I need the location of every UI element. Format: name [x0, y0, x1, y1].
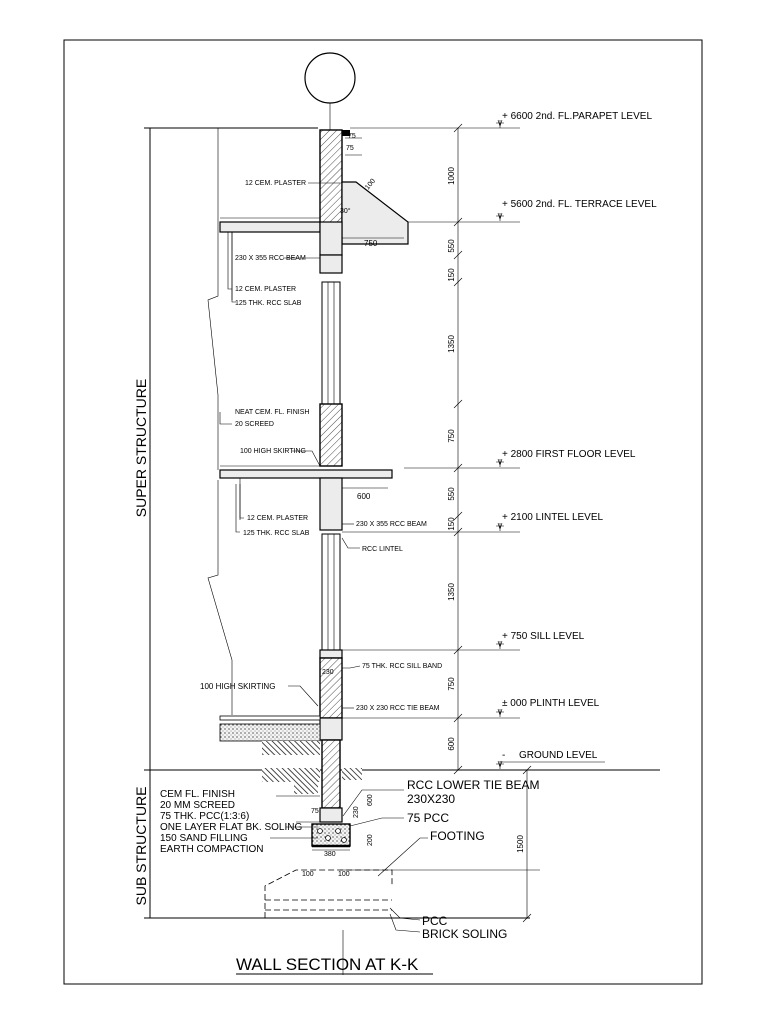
lower-tie-beam-size: 230X230 [407, 792, 455, 806]
upper-window [321, 281, 341, 405]
svg-text:30°: 30° [340, 207, 351, 215]
slab-2-label: 125 THK. RCC SLAB [235, 300, 302, 307]
floor-layer-3: 75 THK. PCC(1:3:6) [160, 811, 249, 822]
tie-beam-label: 230 X 230 RCC TIE BEAM [356, 705, 440, 712]
pcc-75-label: 75 PCC [407, 811, 449, 825]
svg-text:200: 200 [367, 834, 374, 846]
sub-structure-label: SUB STRUCTURE [133, 786, 149, 905]
level-lines [340, 127, 660, 871]
ground-level-mark: - [502, 750, 505, 761]
dim-1350-bottom: 1350 [447, 583, 456, 601]
dim-1350-top: 1350 [447, 335, 456, 353]
plaster-2-label: 12 CEM. PLASTER [235, 286, 296, 293]
svg-text:600: 600 [367, 794, 374, 806]
dim-600-plinth: 600 [447, 737, 456, 751]
svg-text:100: 100 [302, 871, 314, 878]
dim-150-top: 150 [447, 268, 456, 282]
terrace-level-label: + 5600 2nd. FL. TERRACE LEVEL [502, 199, 657, 210]
neat-cem-label: NEAT CEM. FL. FINISH [235, 409, 309, 416]
upper-wall [319, 403, 343, 467]
floor-layer-4: ONE LAYER FLAT BK. SOLING [160, 822, 302, 833]
floor-layer-6: EARTH COMPACTION [160, 844, 264, 855]
detail-dimensions: 75 75 100 30° 750 600 230 230 75 600 200… [302, 133, 404, 878]
ground-level-label: GROUND LEVEL [519, 750, 598, 761]
floor-layer-5: 150 SAND FILLING [160, 833, 248, 844]
floor-layer-list: CEM FL. FINISH 20 MM SCREED 75 THK. PCC(… [160, 789, 318, 855]
vertical-dimensions: 1000 550 150 1350 750 550 150 1350 750 6… [447, 123, 532, 923]
dim-750-bottom: 750 [447, 677, 456, 691]
pcc-label: PCC [422, 914, 448, 928]
annotations: 12 CEM. PLASTER 230 X 355 RCC BEAM 12 CE… [200, 180, 539, 941]
svg-text:75: 75 [311, 808, 319, 815]
level-labels: + 6600 2nd. FL.PARAPET LEVEL + 5600 2nd.… [500, 111, 657, 763]
slab-3-label: 125 THK. RCC SLAB [243, 530, 310, 537]
skirting-2-label: 100 HIGH SKIRTING [200, 682, 275, 691]
break-lines [207, 128, 233, 715]
drawing-title: WALL SECTION AT K-K [236, 955, 433, 975]
svg-text:600: 600 [357, 492, 371, 501]
floor-layer-1: CEM FL. FINISH [160, 789, 235, 800]
lintel-level-label: + 2100 LINTEL LEVEL [502, 512, 604, 523]
lower-window [321, 533, 341, 651]
beam-mid-label: 230 X 355 RCC BEAM [356, 521, 427, 528]
screed-20-label: 20 SCREED [235, 421, 274, 428]
brick-soling-label: BRICK SOLING [422, 927, 507, 941]
svg-text:75: 75 [346, 145, 354, 152]
dim-1000: 1000 [447, 167, 456, 185]
dim-150-mid: 150 [447, 517, 456, 531]
plaster-3-label: 12 CEM. PLASTER [247, 515, 308, 522]
skirting-1-label: 100 HIGH SKIRTING [240, 448, 306, 455]
lower-tie-beam-label: RCC LOWER TIE BEAM [407, 778, 539, 792]
dim-550-mid: 550 [447, 487, 456, 501]
lower-wall [319, 649, 343, 809]
dim-550-top: 550 [447, 239, 456, 253]
section-marker-circle [304, 52, 356, 104]
svg-text:75: 75 [348, 133, 356, 140]
svg-text:230: 230 [353, 806, 360, 818]
terrace-slab [219, 217, 343, 300]
footing [264, 807, 393, 919]
first-floor-level-label: + 2800 FIRST FLOOR LEVEL [502, 449, 636, 460]
dim-1500: 1500 [516, 835, 525, 853]
cem-plaster-top-label: 12 CEM. PLASTER [245, 180, 306, 187]
svg-text:100: 100 [338, 871, 350, 878]
dim-750-top: 750 [447, 429, 456, 443]
rcc-lintel-label: RCC LINTEL [362, 546, 403, 553]
svg-text:100: 100 [364, 178, 377, 192]
sill-band-label: 75 THK. RCC SILL BAND [362, 663, 442, 670]
drawing-title-text: WALL SECTION AT K-K [236, 955, 419, 974]
level-markers [496, 119, 504, 769]
plinth-level-label: ± 000 PLINTH LEVEL [502, 698, 600, 709]
beam-top-label: 230 X 355 RCC BEAM [235, 255, 306, 262]
super-structure-label: SUPER STRUCTURE [133, 379, 149, 517]
svg-text:750: 750 [364, 239, 378, 248]
floor-layer-2: 20 MM SCREED [160, 800, 235, 811]
footing-label: FOOTING [430, 829, 485, 843]
sill-level-label: + 750 SILL LEVEL [502, 631, 585, 642]
sheet-border [63, 39, 703, 985]
plinth-floor [219, 715, 362, 794]
svg-text:230: 230 [322, 669, 334, 676]
svg-text:380: 380 [324, 851, 336, 858]
parapet-level-label: + 6600 2nd. FL.PARAPET LEVEL [502, 111, 652, 122]
annotation-leaders [219, 182, 428, 933]
